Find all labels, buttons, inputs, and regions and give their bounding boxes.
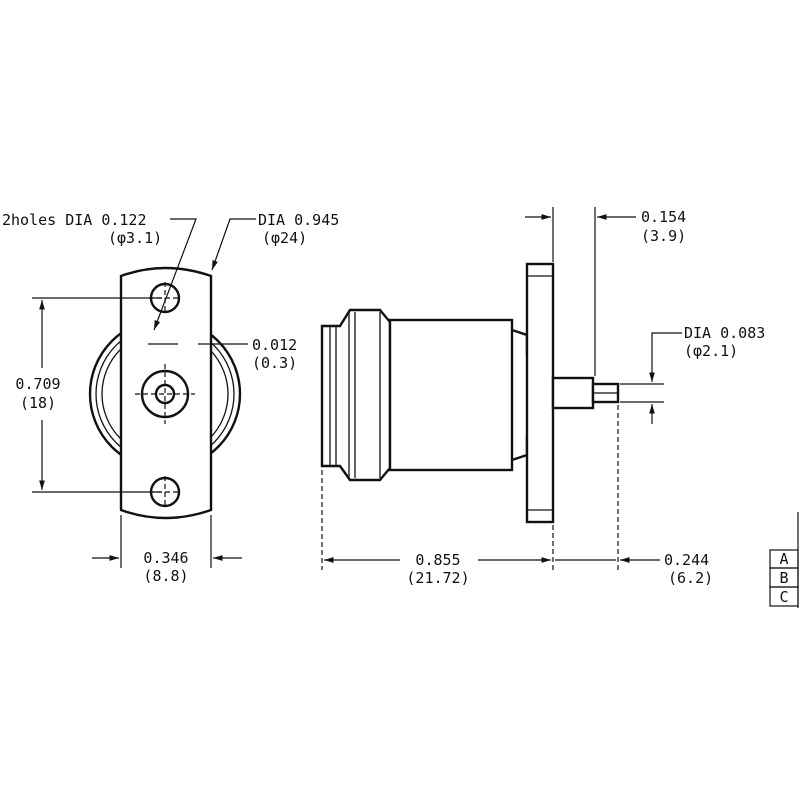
body-length-metric: (21.72) — [406, 569, 469, 587]
revision-b: B — [779, 569, 788, 587]
body-length-dim: 0.855 — [415, 551, 460, 569]
holes-callout: 2holes DIA 0.122 — [2, 211, 147, 229]
height-dim: 0.709 — [15, 375, 60, 393]
revision-a: A — [779, 550, 788, 568]
offset-dim-metric: (0.3) — [252, 354, 297, 372]
holes-callout-metric: (φ3.1) — [108, 229, 162, 247]
height-dim-metric: (18) — [20, 394, 56, 412]
front-view: 0.709 (18) 2holes DIA 0.122 (φ3.1) DIA 0… — [2, 211, 339, 585]
side-flange — [525, 262, 555, 524]
flange-width-metric: (8.8) — [143, 567, 188, 585]
coupling-ring — [320, 308, 392, 482]
flange-thickness-metric: (3.9) — [641, 227, 686, 245]
pin-dia-callout: DIA 0.083 — [684, 324, 765, 342]
body-dia-callout: DIA 0.945 — [258, 211, 339, 229]
pin-length-dim: 0.244 — [664, 551, 709, 569]
insulator — [551, 376, 595, 410]
offset-dim: 0.012 — [252, 336, 297, 354]
side-view: 0.154 (3.9) DIA 0.083 (φ2.1) 0.855 (21.7… — [320, 207, 765, 587]
pin-length-metric: (6.2) — [668, 569, 713, 587]
connector-body — [388, 318, 514, 472]
revision-c: C — [779, 588, 788, 606]
body-dia-metric: (φ24) — [262, 229, 307, 247]
flange-width-dim: 0.346 — [143, 549, 188, 567]
pin-dia-metric: (φ2.1) — [684, 342, 738, 360]
flange-thickness-dim: 0.154 — [641, 208, 686, 226]
flange-plate — [119, 266, 213, 520]
revision-table: A B C — [769, 512, 799, 608]
